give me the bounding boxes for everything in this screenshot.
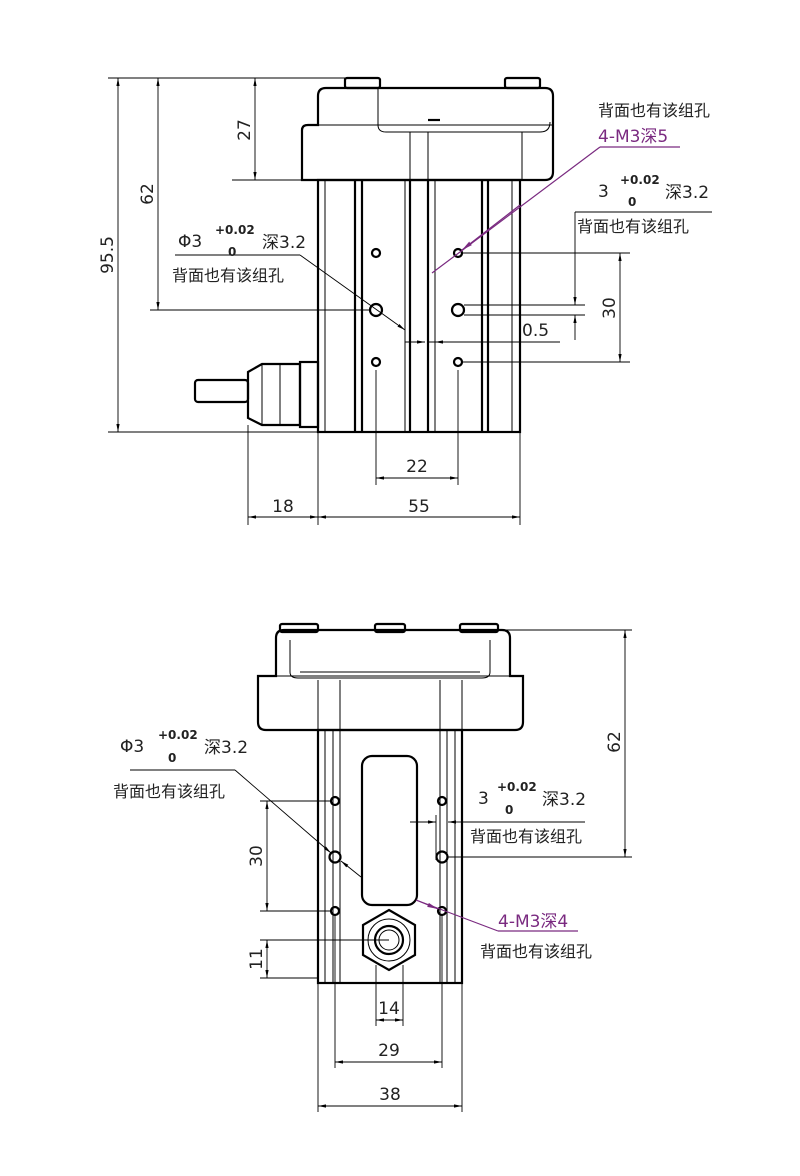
dim-gland-length: 18	[272, 497, 294, 517]
top-body	[316, 178, 522, 434]
svg-text:0: 0	[505, 803, 513, 817]
svg-text:背面也有该组孔: 背面也有该组孔	[577, 217, 689, 236]
svg-text:3: 3	[598, 182, 609, 202]
dim-body-width: 55	[408, 497, 430, 517]
svg-text:深3.2: 深3.2	[204, 738, 248, 758]
top-callout-pin-right: 3 +0.02 0 深3.2 背面也有该组孔	[577, 173, 709, 236]
dim-offset: 0.5	[522, 321, 549, 341]
svg-text:+0.02: +0.02	[215, 223, 255, 237]
dim-hole-spacing-v: 30	[600, 297, 620, 319]
bottom-view: 62 30 11 14 29 38 Φ3 +0.02 0 深3.2 背面也有该组…	[113, 622, 632, 1112]
dim-bottom-hole-height: 62	[605, 731, 625, 753]
dim-bottom-hole-spacing-h: 29	[378, 1041, 400, 1061]
svg-text:深3.2: 深3.2	[665, 183, 709, 203]
svg-text:背面也有该组孔: 背面也有该组孔	[470, 827, 582, 846]
svg-text:0: 0	[228, 245, 236, 259]
bottom-callout-pin-right: 3 +0.02 0 深3.2 背面也有该组孔	[470, 780, 586, 846]
cable-gland	[193, 360, 320, 429]
top-holes	[368, 247, 466, 368]
top-callout-pin-left: Φ3 +0.02 0 深3.2 背面也有该组孔	[172, 223, 306, 285]
svg-text:+0.02: +0.02	[620, 173, 660, 187]
top-callout-thread: 背面也有该组孔 4-M3深5	[598, 101, 710, 147]
bottom-callout-thread: 4-M3深4 背面也有该组孔	[480, 912, 592, 961]
svg-text:背面也有该组孔: 背面也有该组孔	[598, 101, 710, 120]
dim-nut-offset: 11	[247, 948, 267, 970]
dim-hole-spacing-h: 22	[406, 457, 428, 477]
svg-text:+0.02: +0.02	[497, 780, 537, 794]
svg-text:Φ3: Φ3	[120, 737, 144, 757]
dim-bottom-hole-spacing-v: 30	[247, 845, 267, 867]
dim-nut-width: 14	[378, 999, 400, 1019]
svg-text:背面也有该组孔: 背面也有该组孔	[172, 266, 284, 285]
dim-overall-height: 95.5	[98, 236, 118, 274]
bottom-callout-pin-left: Φ3 +0.02 0 深3.2 背面也有该组孔	[113, 728, 248, 801]
svg-text:背面也有该组孔: 背面也有该组孔	[480, 942, 592, 961]
bottom-cap	[256, 622, 525, 732]
svg-text:0: 0	[628, 195, 636, 209]
svg-text:深3.2: 深3.2	[542, 790, 586, 810]
top-view: 95.5 62 27 30 22 0.5 18 55 Φ3 +0.02 0 深3…	[98, 76, 712, 525]
svg-text:+0.02: +0.02	[158, 728, 198, 742]
svg-text:4-M3深4: 4-M3深4	[498, 912, 568, 932]
svg-text:4-M3深5: 4-M3深5	[598, 127, 668, 147]
svg-text:深3.2: 深3.2	[262, 233, 306, 253]
top-cap	[300, 76, 555, 182]
dim-bottom-body-width: 38	[379, 1085, 401, 1105]
bottom-dimension-lines	[130, 629, 632, 1112]
top-dimension-lines	[108, 77, 712, 525]
bottom-holes	[328, 795, 449, 917]
svg-text:0: 0	[168, 751, 176, 765]
bottom-body	[316, 728, 464, 985]
dim-cap-height: 27	[235, 119, 255, 141]
connector-slot	[360, 754, 419, 907]
dim-hole-height: 62	[138, 183, 158, 205]
svg-text:背面也有该组孔: 背面也有该组孔	[113, 782, 225, 801]
svg-text:Φ3: Φ3	[178, 232, 202, 252]
svg-text:3: 3	[478, 789, 489, 809]
